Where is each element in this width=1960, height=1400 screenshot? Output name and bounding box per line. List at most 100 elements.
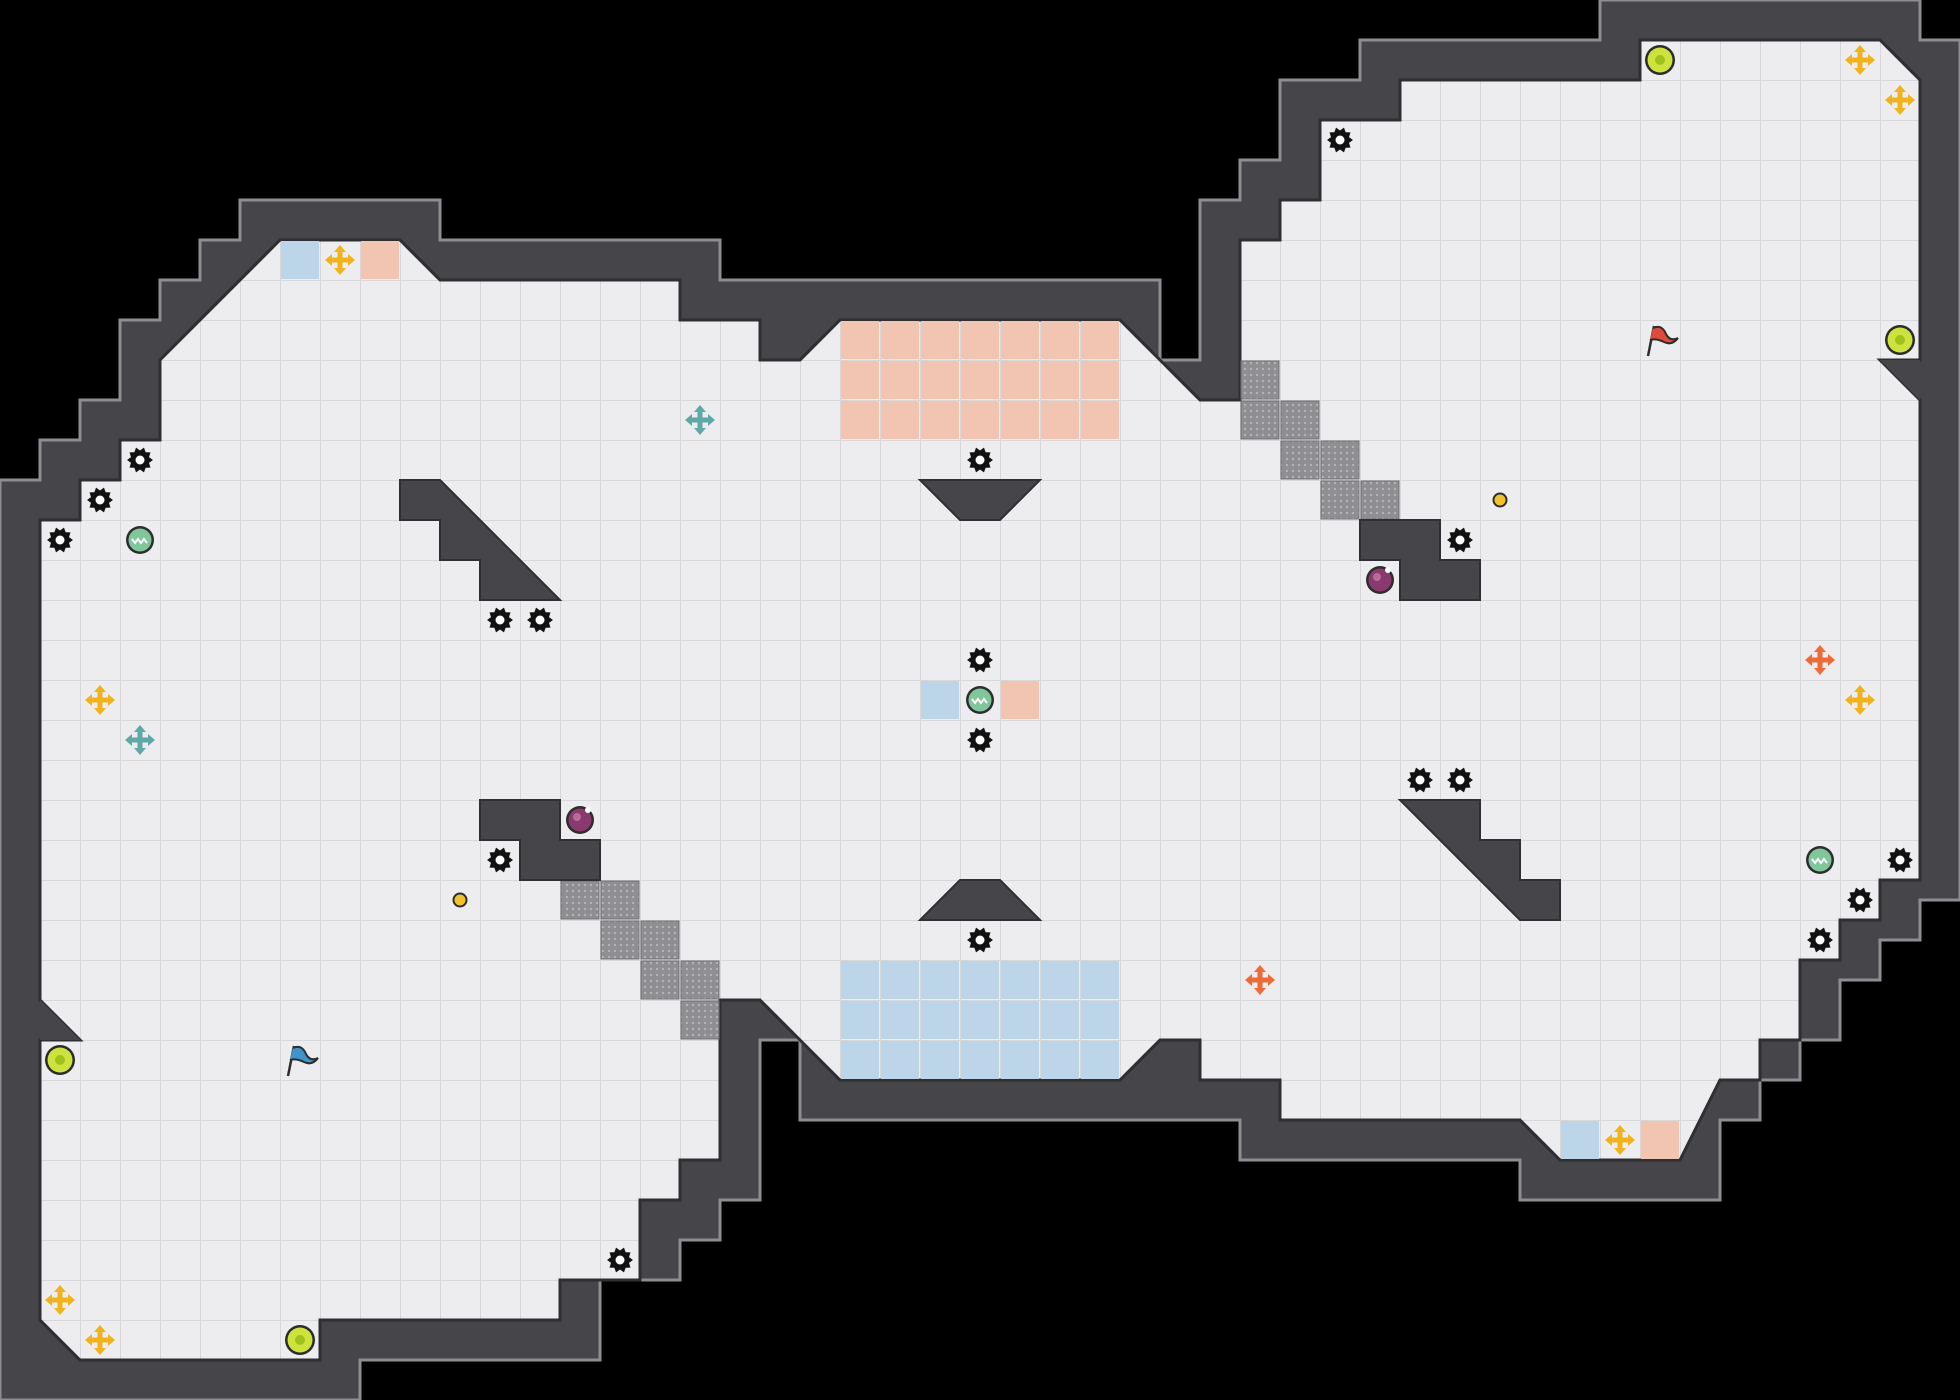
zone-tile	[1001, 361, 1039, 399]
obstacles	[40, 360, 1920, 1040]
gear-mine-icon[interactable]	[1407, 767, 1433, 793]
blue-flag-icon[interactable]	[286, 1045, 319, 1077]
zone-tile	[881, 1041, 919, 1079]
gear-mine-icon[interactable]	[967, 727, 993, 753]
gear-mine-icon[interactable]	[47, 527, 73, 553]
gear-mine-icon[interactable]	[487, 607, 513, 633]
gear-mine-icon[interactable]	[1887, 847, 1913, 873]
hatched-block	[1240, 400, 1280, 440]
zone-tile	[881, 361, 919, 399]
zone-tile	[1001, 321, 1039, 359]
items-layer[interactable]	[45, 45, 1915, 1355]
spawn-arrows-icon[interactable]	[1245, 965, 1275, 995]
hatched-block	[1280, 400, 1320, 440]
teleport-pad-icon[interactable]	[1645, 45, 1675, 75]
teleport-pad-icon[interactable]	[285, 1325, 315, 1355]
coin-icon[interactable]	[1492, 492, 1508, 508]
gear-mine-icon[interactable]	[967, 647, 993, 673]
wall-notch-bottom-left	[40, 1000, 80, 1040]
zone-tile	[841, 361, 879, 399]
zone-tile	[1081, 1041, 1119, 1079]
gear-mine-icon[interactable]	[1847, 887, 1873, 913]
spawn-arrows-icon[interactable]	[45, 1285, 75, 1315]
spawn-arrows-icon[interactable]	[125, 725, 155, 755]
zone-tile	[281, 241, 319, 279]
zone-tile	[881, 401, 919, 439]
gear-mine-icon[interactable]	[87, 487, 113, 513]
zone-tile	[841, 1041, 879, 1079]
blue-zone-top-left	[281, 241, 319, 279]
spawn-arrows-icon[interactable]	[1845, 685, 1875, 715]
gear-mine-icon[interactable]	[1447, 527, 1473, 553]
zone-tile	[841, 321, 879, 359]
zone-tile	[1081, 961, 1119, 999]
ammo-pack-icon[interactable]	[126, 526, 154, 554]
zone-tile	[1041, 1041, 1079, 1079]
zone-tile	[1001, 681, 1039, 719]
blue-zone-center	[921, 681, 959, 719]
red-zone-top-center	[841, 321, 1119, 439]
spawn-arrows-icon[interactable]	[325, 245, 355, 275]
obstacle-bottom-center-trapezoid	[917, 879, 1043, 921]
hatched-block	[640, 920, 680, 960]
red-zone-bottom-right	[1641, 1121, 1679, 1159]
zone-tile	[1041, 1001, 1079, 1039]
gear-mine-icon[interactable]	[127, 447, 153, 473]
spawn-arrows-icon[interactable]	[1605, 1125, 1635, 1155]
zone-tile	[361, 241, 399, 279]
coin-icon[interactable]	[452, 892, 468, 908]
zone-tile	[1041, 321, 1079, 359]
spawn-arrows-icon[interactable]	[1805, 645, 1835, 675]
health-orb-icon[interactable]	[1366, 566, 1394, 594]
zone-tile	[921, 1001, 959, 1039]
spawn-arrows-icon[interactable]	[85, 1325, 115, 1355]
obstacle-right-step	[1359, 519, 1481, 601]
spawn-arrows-icon[interactable]	[685, 405, 715, 435]
zone-tile	[921, 401, 959, 439]
gear-mine-icon[interactable]	[1447, 767, 1473, 793]
zone-tile	[841, 401, 879, 439]
zone-tile	[1001, 1001, 1039, 1039]
red-zone-top-left	[361, 241, 399, 279]
red-flag-icon[interactable]	[1646, 325, 1679, 357]
hatched-block	[600, 880, 640, 920]
health-orb-icon[interactable]	[566, 806, 594, 834]
spawn-arrows-icon[interactable]	[1845, 45, 1875, 75]
gear-mine-icon[interactable]	[607, 1247, 633, 1273]
gear-mine-icon[interactable]	[1807, 927, 1833, 953]
hatched-block	[680, 1000, 720, 1040]
zone-tile	[1641, 1121, 1679, 1159]
spawn-arrows-icon[interactable]	[85, 685, 115, 715]
zone-tile	[1041, 361, 1079, 399]
zone-tile	[921, 321, 959, 359]
zone-tile	[1001, 961, 1039, 999]
gear-mine-icon[interactable]	[487, 847, 513, 873]
zone-tile	[921, 961, 959, 999]
hatched-block	[640, 960, 680, 1000]
zone-tile	[881, 321, 919, 359]
gear-mine-icon[interactable]	[1327, 127, 1353, 153]
hatched-block	[560, 880, 600, 920]
zone-tile	[841, 961, 879, 999]
zone-tile	[921, 681, 959, 719]
hatched-block	[600, 920, 640, 960]
ammo-pack-icon[interactable]	[966, 686, 994, 714]
gear-mine-icon[interactable]	[967, 927, 993, 953]
teleport-pad-icon[interactable]	[45, 1045, 75, 1075]
teleport-pad-icon[interactable]	[1885, 325, 1915, 355]
hatched-block	[1360, 480, 1400, 520]
hatched-blocks	[560, 360, 1400, 1040]
wall-notch-top-right	[1880, 360, 1920, 400]
spawn-arrows-icon[interactable]	[1885, 85, 1915, 115]
zone-tile	[1001, 401, 1039, 439]
gear-mine-icon[interactable]	[967, 447, 993, 473]
ammo-pack-icon[interactable]	[1806, 846, 1834, 874]
hatched-block	[680, 960, 720, 1000]
gear-mine-icon[interactable]	[527, 607, 553, 633]
obstacle-left-step	[479, 799, 601, 881]
zone-tile	[1081, 1001, 1119, 1039]
zone-tile	[961, 361, 999, 399]
zone-tile	[1561, 1121, 1599, 1159]
